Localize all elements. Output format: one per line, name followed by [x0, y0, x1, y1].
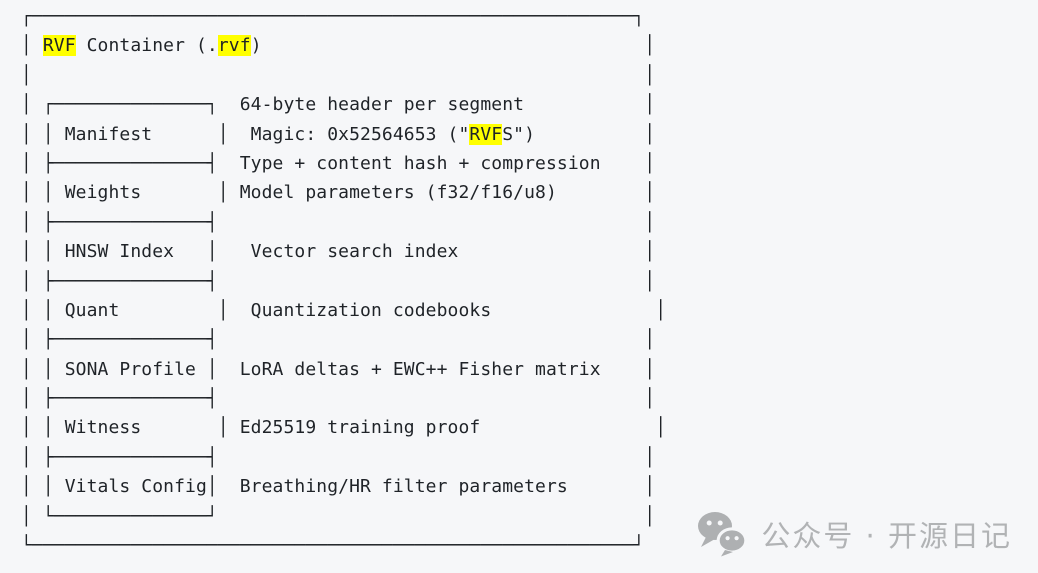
search-highlight: rvf — [217, 35, 251, 57]
diagram-line: │ ├──────────────┤ │ — [21, 329, 656, 351]
diagram-line: │ │ Witness │ Ed25519 training proof │ — [21, 417, 667, 439]
watermark: 公众号 · 开源日记 — [697, 511, 1012, 557]
diagram-line: │ │ Quant │ Quantization codebooks │ — [21, 299, 667, 321]
diagram-line: │ │ — [21, 64, 656, 86]
diagram-line: │ ├──────────────┤ │ — [21, 211, 656, 233]
diagram-line: │ │ Vitals Config│ Breathing/HR filter p… — [21, 476, 656, 498]
diagram-line: │ └──────────────┘ │ — [21, 505, 656, 527]
ascii-container-diagram: ┌───────────────────────────────────────… — [21, 2, 666, 560]
diagram-line: │ │ Manifest │ Magic: 0x52564653 ("RVFS"… — [21, 123, 656, 145]
search-highlight: RVF — [469, 123, 503, 145]
diagram-line: └───────────────────────────────────────… — [21, 535, 645, 557]
wechat-icon — [697, 511, 749, 557]
diagram-line: ┌───────────────────────────────────────… — [21, 6, 645, 27]
watermark-text: 公众号 · 开源日记 — [761, 519, 1012, 553]
diagram-line: │ ├──────────────┤ Type + content hash +… — [21, 152, 656, 174]
diagram-line: │ │ Weights │ Model parameters (f32/f16/… — [21, 182, 656, 204]
search-highlight: RVF — [42, 35, 76, 57]
diagram-line: │ ├──────────────┤ │ — [21, 388, 656, 410]
diagram-line: │ ┌──────────────┐ 64-byte header per se… — [21, 94, 656, 116]
diagram-line: │ │ SONA Profile │ LoRA deltas + EWC++ F… — [21, 358, 656, 380]
diagram-line: │ ├──────────────┤ │ — [21, 446, 656, 468]
diagram-line: │ │ HNSW Index │ Vector search index │ — [21, 241, 656, 263]
diagram-line: │ RVF Container (.rvf) │ — [21, 35, 656, 57]
diagram-line: │ ├──────────────┤ │ — [21, 270, 656, 292]
